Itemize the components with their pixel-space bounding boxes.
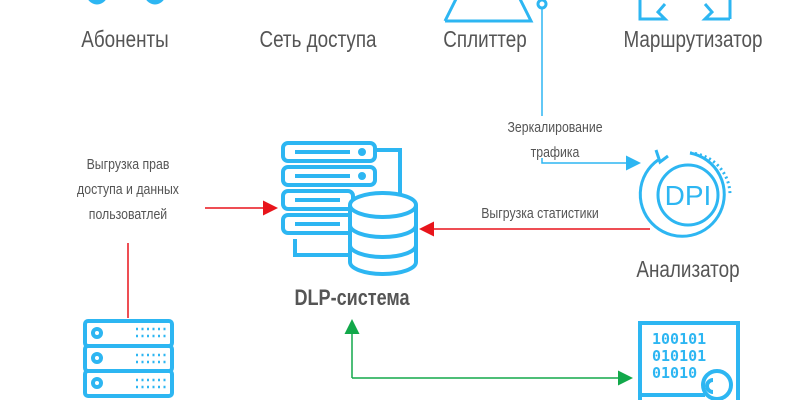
mirroring-label: Зеркалирование трафика — [507, 115, 602, 165]
mirroring-label-line: Зеркалирование — [507, 119, 603, 136]
splitter-label: Сплиттер — [443, 26, 527, 52]
rights-label-line: Выгрузка прав — [86, 156, 170, 173]
analyzer-label: Анализатор — [636, 256, 740, 282]
subscribers-icon — [88, 0, 164, 5]
dpi-analyzer-icon — [638, 149, 732, 238]
binary-line: 010101 — [652, 347, 706, 365]
dlp-system-icon — [281, 141, 418, 276]
mirroring-label-line: трафика — [530, 144, 580, 161]
dpi-label: DPI — [665, 180, 712, 211]
monitor-analysis-icon — [638, 321, 740, 400]
binary-text: 100101 010101 01010 — [652, 330, 706, 382]
splitter-icon — [443, 0, 548, 23]
access-network-label: Сеть доступа — [259, 26, 377, 52]
rights-label: Выгрузка прав доступа и данных пользоват… — [77, 152, 179, 227]
rights-connector — [127, 200, 278, 318]
stats-label: Выгрузка статистики — [481, 205, 599, 222]
rights-label-line: доступа и данных — [77, 181, 179, 198]
binary-line: 100101 — [652, 330, 706, 348]
binary-line: 01010 — [652, 364, 697, 382]
router-icon — [638, 0, 732, 21]
dlp-system-label: DLP-система — [294, 285, 410, 310]
rights-label-line: пользоватлей — [88, 206, 168, 223]
green-connector — [344, 319, 633, 386]
user-database-server-icon — [83, 319, 174, 398]
subscribers-label: Абоненты — [81, 26, 169, 52]
router-label: Маршрутизатор — [623, 26, 763, 52]
mirroring-connector — [541, 9, 641, 171]
